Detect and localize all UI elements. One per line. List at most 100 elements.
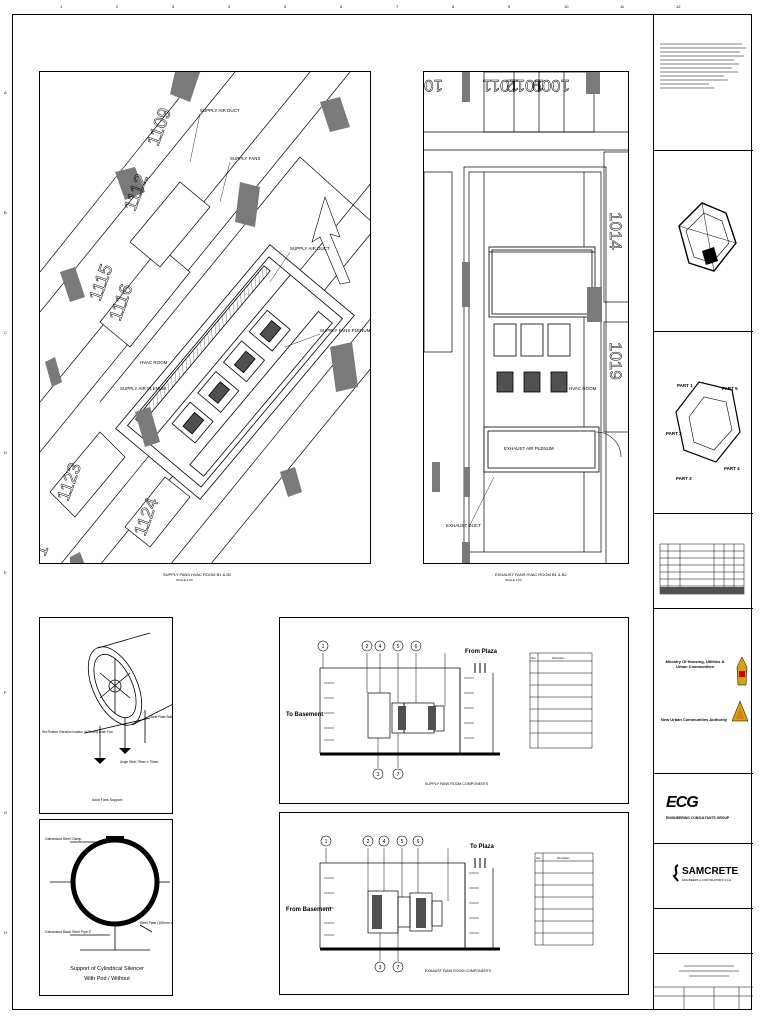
section-caption: SUPPLY FANS ROOM COMPONENTS (425, 782, 489, 786)
component-number: 7 (397, 772, 400, 778)
grid-number: 5 (284, 4, 287, 9)
drawing-frame (12, 14, 752, 1010)
detail-label: Steel Plate (150mm x 150mm x 8mm) (140, 921, 173, 925)
silencer-support-detail: Galvanized Steel Clamp Galvanized Black … (39, 819, 173, 996)
tb-project (654, 909, 753, 954)
grid-number: 10 (564, 4, 569, 9)
exhaust-section-drawing: 1 2 3 4 5 6 7 To Plaza From Basement EXH… (286, 835, 594, 973)
detail-label: Set Rubber Vibration Isolator (4 Pieces)… (42, 730, 113, 734)
axial-fan-support-detail: Set Rubber Vibration Isolator (4 Pieces)… (39, 617, 173, 814)
grid-number: 12 (676, 4, 681, 9)
component-number: 3 (379, 965, 382, 971)
tb-consultant: ECG ENGINEERING CONSULTANTS GROUP (654, 774, 753, 844)
client-logo-1 (660, 627, 750, 697)
detail-label: Steel Plate Wall (150mm x 150mm) (150, 715, 173, 719)
room-number: 100 (424, 76, 443, 95)
equipment-tag: SUPPLY AIR DUCT (290, 246, 330, 251)
samcrete-logo-icon (672, 864, 680, 882)
detail-label: Galvanized Steel Clamp (45, 837, 81, 841)
client-name-1: Ministry Of Housing, Utilities & Urban C… (665, 659, 725, 669)
grid-number: 9 (508, 4, 511, 9)
supply-plan-scale: SCALE 1:50 (176, 578, 193, 582)
grid-letter: H (4, 930, 7, 935)
grid-number: 11 (620, 4, 625, 9)
equipment-tag: EXHAUST AIR PLENUM (504, 446, 554, 451)
detail-caption: With Pod / Without (84, 976, 130, 982)
grid-number: 7 (396, 4, 399, 9)
tb-notes (654, 14, 753, 151)
exhaust-plan-scale: SCALE 1:50 (505, 578, 522, 582)
key-plan-label: PART 5 (722, 386, 738, 391)
nuca-emblem (731, 700, 749, 722)
equipment-tag: SUPPLY AIR PLENUM (120, 386, 166, 391)
flow-from-label: From Plaza (465, 649, 498, 655)
tb-drawing-info (654, 954, 753, 1010)
grid-number: 1 (60, 4, 63, 9)
component-number: 4 (383, 839, 386, 845)
exhaust-fans-section: 1 2 3 4 5 6 7 To Plaza From Basement EXH… (279, 812, 629, 995)
component-number: 2 (367, 839, 370, 845)
component-number: 7 (397, 965, 400, 971)
grid-letter: D (4, 450, 7, 455)
key-plan-1-drawing (678, 202, 737, 272)
component-number: 4 (379, 644, 382, 650)
room-number: 1009 (532, 76, 570, 95)
component-number: 2 (366, 644, 369, 650)
title-block: PART 1 PART 2 PART 3 PART 4 PART 5 (653, 14, 753, 1010)
component-number: 3 (377, 772, 380, 778)
room-number: 1019 (606, 342, 625, 380)
consultant-logo: ECG (666, 794, 699, 811)
exhaust-plan-caption: EXHAUST FANS HVAC ROOM B1 & B2 (495, 572, 567, 577)
grid-number: 8 (452, 4, 455, 9)
equipment-tag: SUPPLY FANS PLENUM (320, 328, 371, 333)
client-logo-2 (730, 699, 750, 729)
room-number: 1012 (506, 76, 544, 95)
drawing-info-table (654, 965, 753, 1010)
grid-number: 4 (228, 4, 231, 9)
grid-letter: G (4, 810, 8, 815)
room-number: 1 (40, 542, 52, 558)
silencer-support-drawing: Galvanized Steel Clamp Galvanized Black … (45, 836, 173, 982)
legend-header: Description (557, 857, 570, 860)
grid-letter: B (4, 210, 7, 215)
flow-to-label: To Basement (286, 712, 323, 718)
detail-caption: Axial Fans Support (92, 798, 122, 802)
tb-revisions (654, 514, 753, 609)
exhaust-plan-drawing: 1011 1012 1009 1010 1014 1019 100 EXHAUS… (424, 72, 628, 563)
key-plan-label: PART 2 (666, 431, 682, 436)
key-plan-label: PART 1 (677, 383, 693, 388)
grid-number: 6 (340, 4, 343, 9)
supply-plan-drawing: 1109 1112 1115 1116 1123 1124 1 SUPPLY A… (40, 72, 371, 563)
room-number: 1011 (482, 76, 519, 95)
component-number: 1 (325, 839, 328, 845)
component-number: 6 (417, 839, 420, 845)
equipment-tag: HVAC ROOM (140, 360, 168, 365)
flow-to-label: To Plaza (470, 844, 495, 850)
legend-header: Item (536, 857, 541, 860)
tb-contractor: SAMCRETE ENGINEERS & CONTRACTORS S.A.E (654, 844, 753, 909)
equipment-tag: HVAC ROOM (569, 386, 597, 391)
room-number: 1014 (606, 212, 625, 250)
key-plan-2-drawing: PART 1 PART 2 PART 3 PART 4 PART 5 (666, 381, 741, 481)
egypt-emblem (736, 656, 748, 686)
tb-client: Ministry Of Housing, Utilities & Urban C… (654, 609, 753, 774)
section-caption: EXHAUST FANS ROOM COMPONENTS (425, 969, 492, 973)
supply-section-drawing: 1 2 3 4 5 6 7 From Plaza To Basement SUP… (286, 640, 593, 786)
equipment-tag: SUPPLY FANS (230, 156, 260, 161)
equipment-tag: EXHAUST DUCT (446, 523, 481, 528)
client-name-2: New Urban Communities Authority (660, 717, 728, 722)
contractor-name: SAMCRETE (682, 866, 739, 877)
consultant-name: ENGINEERING CONSULTANTS GROUP (666, 816, 730, 820)
detail-caption: Support of Cylindrical Silencer (70, 966, 144, 972)
flow-from-label: From Basement (286, 907, 331, 913)
legend-header: Item (531, 657, 536, 660)
tb-key-plan-2: PART 1 PART 2 PART 3 PART 4 PART 5 (654, 332, 753, 514)
supply-fans-plan: 1109 1112 1115 1116 1123 1124 1 SUPPLY A… (39, 71, 371, 564)
detail-label: Galvanized Black Steel Pipe 3" (45, 930, 92, 934)
component-number: 5 (397, 644, 400, 650)
grid-letter: C (4, 330, 7, 335)
supply-plan-caption: SUPPLY FANS HVAC ROOM B1 & B2 (163, 572, 232, 577)
key-plan-label: PART 4 (724, 466, 740, 471)
key-plan-label: PART 3 (676, 476, 692, 481)
exhaust-fans-plan: 1011 1012 1009 1010 1014 1019 100 EXHAUS… (423, 71, 629, 564)
